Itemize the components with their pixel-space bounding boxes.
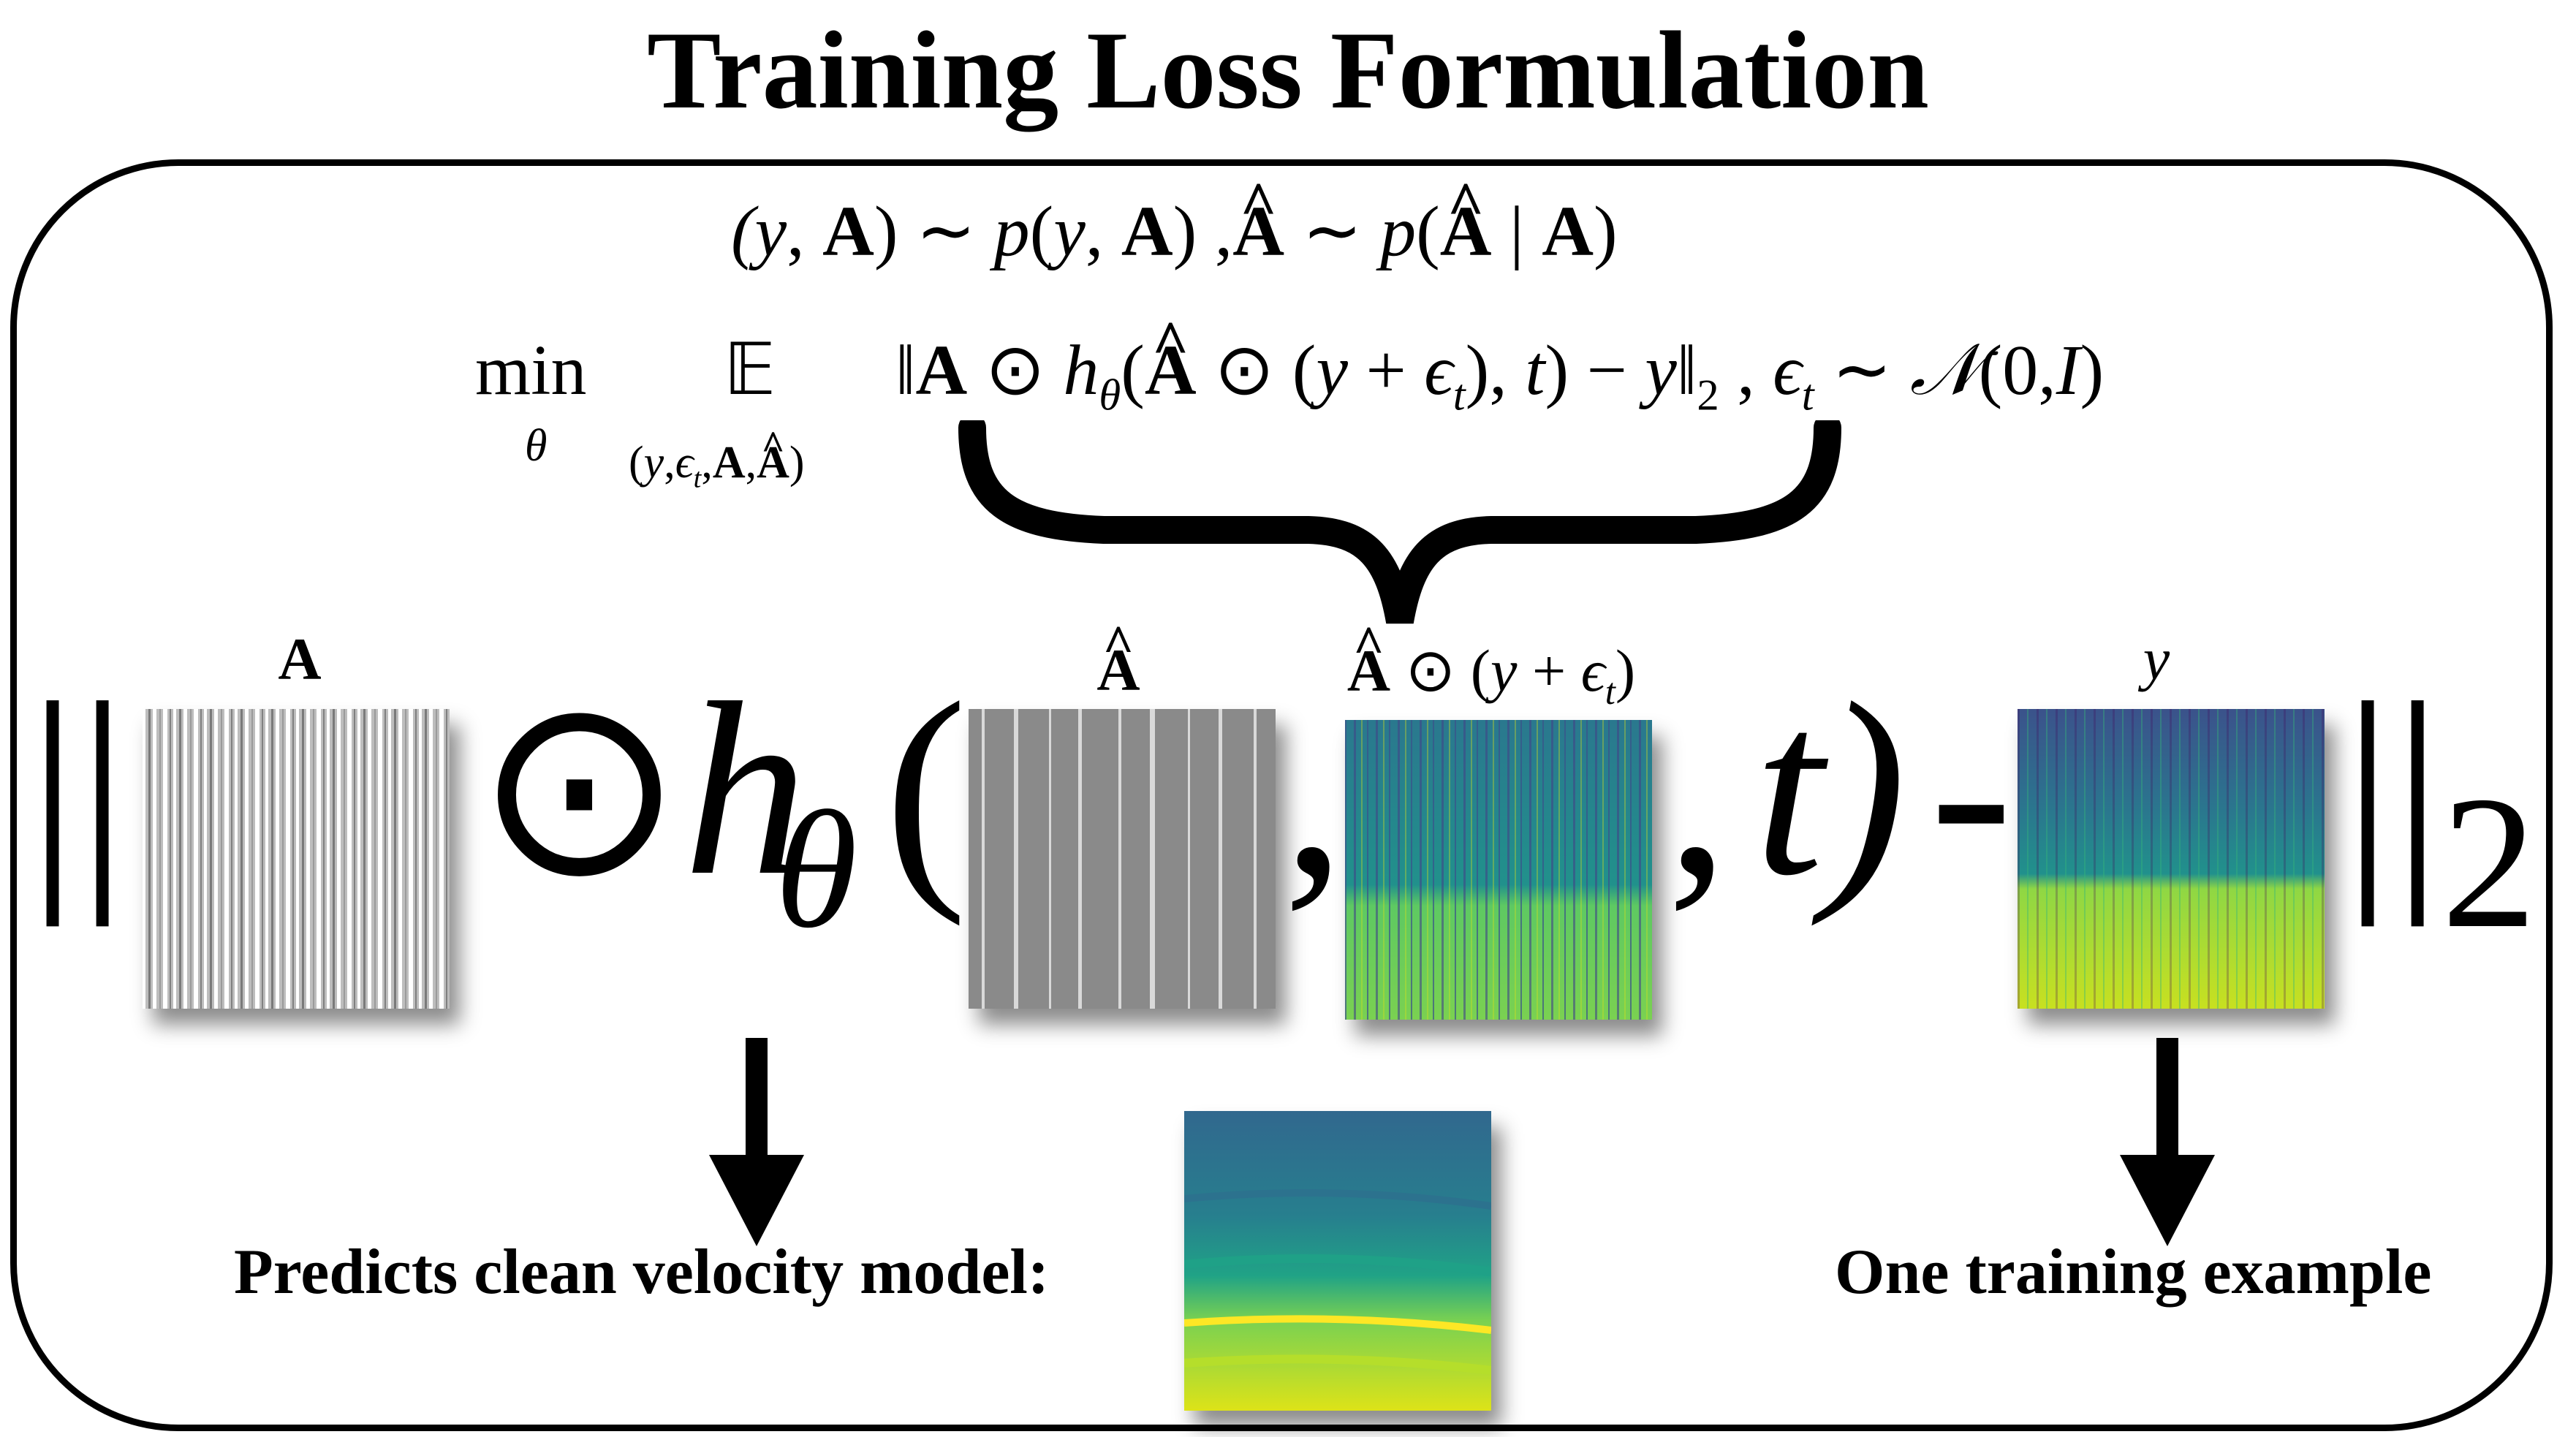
open-paren: ( — [884, 651, 968, 927]
content-frame — [10, 159, 2553, 1431]
label-mask-A: A — [278, 626, 322, 692]
comma-1: , — [1283, 651, 1345, 927]
caption-one-example: One training example — [1835, 1237, 2432, 1308]
clean-y-image — [2018, 709, 2325, 1009]
h-symbol: h — [683, 651, 808, 927]
theta-subscript: θ — [775, 776, 857, 963]
sampling-equation: (y, A) ∼ p(y, A) ,A ∼ p(A | A) — [731, 164, 1618, 272]
mask-A-hat-image — [969, 709, 1276, 1009]
min-operator: min — [475, 331, 587, 410]
norm-open-bars: || — [28, 651, 128, 927]
diagram-title: Training Loss Formulation — [647, 9, 1929, 132]
label-mask-A-hat: A — [1082, 613, 1155, 705]
mask-A-image — [143, 709, 450, 1009]
norm-close-bars: || — [2343, 651, 2443, 927]
expectation-operator: 𝔼 — [724, 331, 776, 410]
label-masked-noisy: A ⊙ (y + ϵt) — [1287, 614, 1696, 713]
minus-sign: - — [1930, 651, 2013, 927]
label-y: y — [2143, 626, 2170, 692]
arrow-down-right — [2120, 1038, 2215, 1246]
comma-2: , — [1667, 651, 1729, 927]
caption-predicts: Predicts clean velocity model: — [234, 1237, 1050, 1308]
min-subscript: θ — [525, 421, 548, 471]
underbrace — [958, 420, 1841, 624]
odot-h-symbol: ⊙h — [475, 651, 808, 927]
predicted-velocity-image — [1184, 1111, 1491, 1411]
loss-norm-equation: ‖A ⊙ hθ(A ⊙ (y + ϵt), t) − y‖2 , ϵt ∼ 𝒩(… — [895, 303, 2104, 436]
t-close-paren: t) — [1754, 651, 1906, 927]
masked-noisy-image — [1345, 720, 1652, 1020]
norm-subscript-two: 2 — [2441, 757, 2537, 968]
arrow-down-left — [709, 1038, 804, 1246]
expectation-subscript: (y,ϵt,A,A) — [629, 420, 805, 504]
